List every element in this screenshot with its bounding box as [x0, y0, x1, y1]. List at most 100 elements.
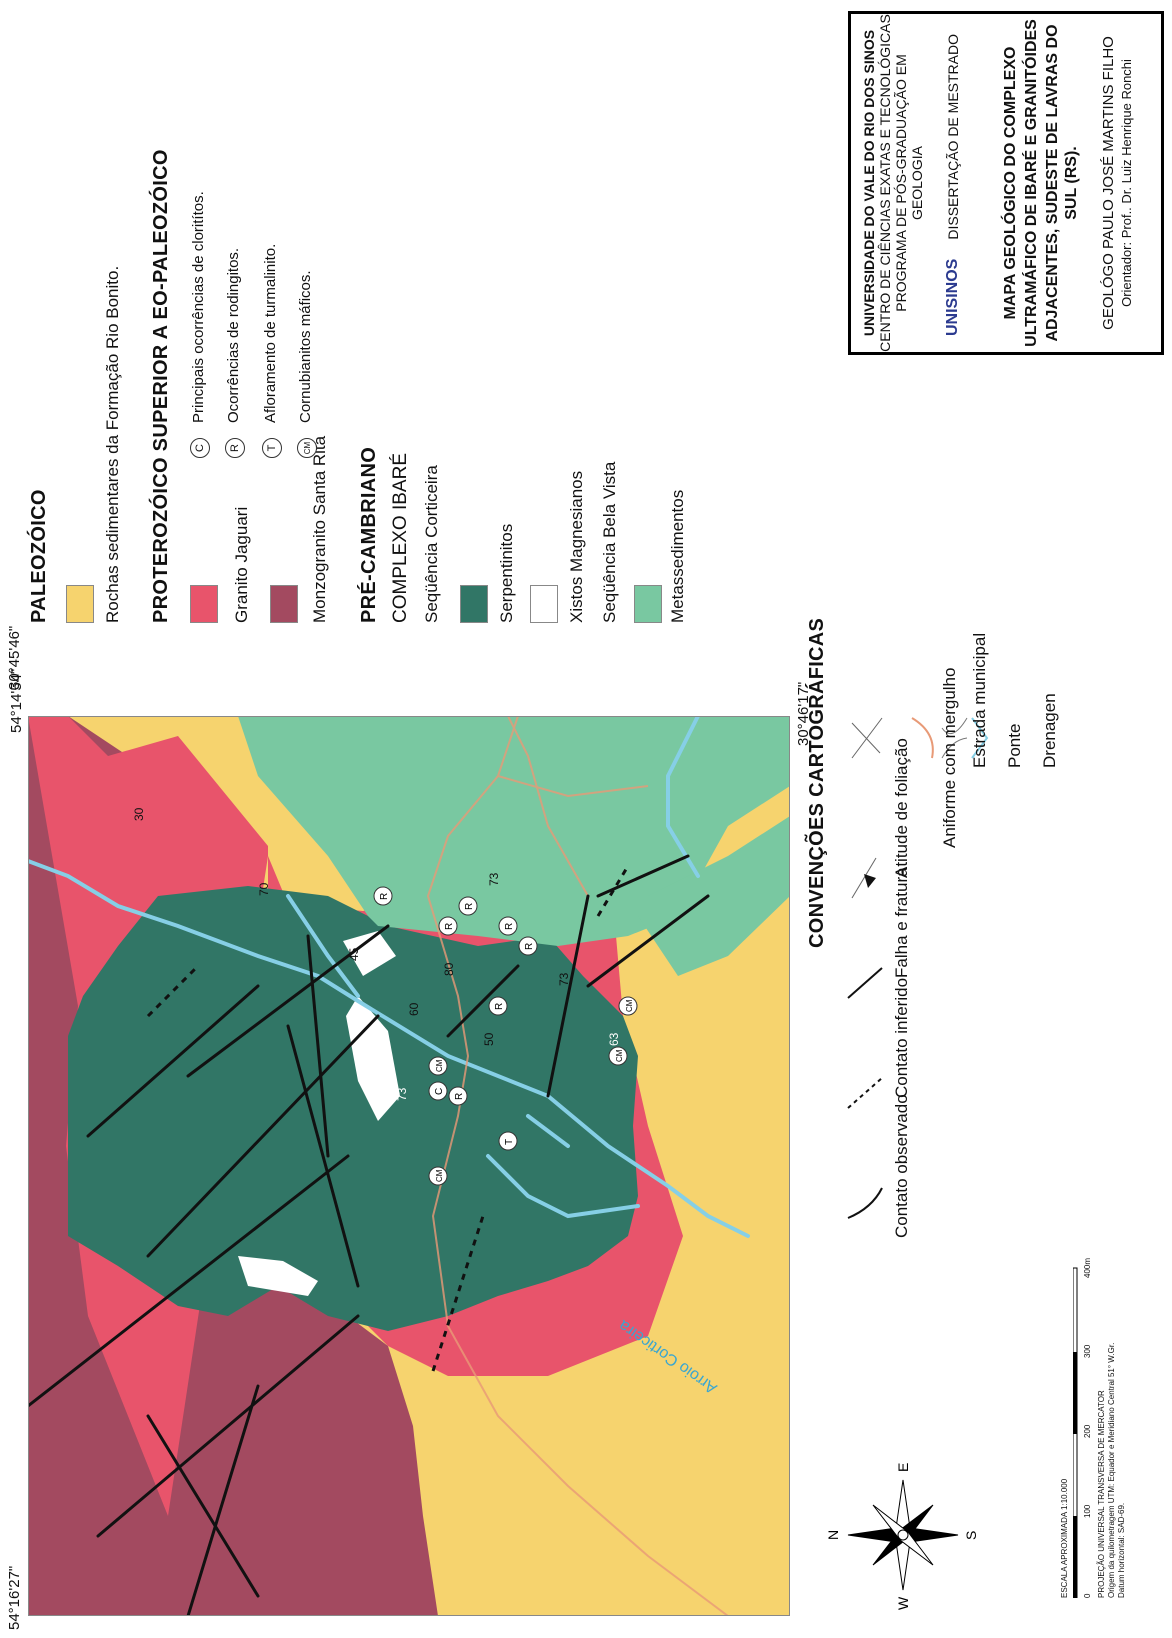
legend-xistos: Xistos Magnesianos	[567, 470, 586, 623]
dip-label: 70	[257, 882, 271, 896]
xisto-lens-2	[346, 996, 400, 1121]
legend-metassedimentos: Metassedimentos	[668, 489, 687, 623]
tb-map-title-3: ADJACENTES, SUDESTE DE LAVRAS DO SUL (RS…	[1044, 24, 1080, 342]
occurrence-text-c: Principais ocorrências de cloritítos.	[190, 191, 207, 423]
coord-top-right-lat: 30°45'46"	[6, 625, 23, 690]
svg-text:CM: CM	[435, 1059, 444, 1072]
occurrence-symbol-t: T	[262, 438, 282, 458]
dip-label: 73	[557, 972, 571, 986]
inferred-contact-lines	[146, 865, 630, 1372]
legend-seq-bela-vista: Seqüência Bela Vista	[600, 461, 619, 623]
tb-thesis: DISSERTAÇÃO DE MESTRADO	[945, 34, 961, 240]
scale-title: ESCALA APROXIMADA 1:10.000	[1060, 1478, 1069, 1598]
convention-foliacao: Atitude de foliação	[892, 738, 911, 878]
dip-label: 30	[132, 807, 146, 821]
svg-text:CM: CM	[435, 1169, 444, 1182]
legend-paleozoico-title: PALEOZÓICO	[28, 489, 50, 623]
dip-label: 60	[407, 1002, 421, 1016]
legend-precambriano-title: PRÉ-CAMBRIANO	[358, 446, 380, 623]
scale-tick: 300	[1083, 1344, 1092, 1358]
convention-bridge: Ponte	[1005, 723, 1024, 768]
swatch-serpentinitos	[460, 585, 488, 623]
svg-text:C: C	[434, 1088, 445, 1095]
convention-road: Estrada municipal	[970, 632, 989, 768]
occurrence-text-t: Afloramento de turmalinito.	[262, 243, 279, 423]
svg-text:R: R	[444, 923, 455, 930]
convention-contato-observado: Contato observado	[892, 1094, 911, 1238]
title-block: UNIVERSIDADE DO VALE DO RIO DOS SINOS CE…	[848, 11, 1164, 355]
svg-text:CM: CM	[615, 1049, 624, 1062]
dip-label: 45	[347, 947, 361, 961]
dip-label: 73	[487, 872, 501, 886]
legend-complexo: COMPLEXO IBARÉ	[390, 453, 411, 623]
legend-proterozoico-title: PROTEROZÓICO SUPERIOR A EO-PALEOZÓICO	[150, 149, 172, 623]
tb-program2: GEOLOGIA	[909, 146, 925, 220]
svg-text:S: S	[963, 1531, 978, 1540]
dip-label: 50	[482, 1032, 496, 1046]
tb-map-title-2: ULTRAMÁFICO DE IBARÉ E GRANITÓIDES	[1023, 19, 1040, 347]
tb-program: PROGRAMA DE PÓS-GRADUAÇÃO EM	[893, 54, 909, 312]
geologic-map: 63 50 73 73 60 80 73 45 70 30 T C R CM C…	[28, 716, 790, 1616]
scale-tick: 200	[1083, 1424, 1092, 1438]
xisto-lens-3	[343, 931, 396, 976]
conventions-symbols	[847, 717, 989, 1219]
legend-serpentinitos: Serpentinitos	[497, 523, 516, 623]
swatch-metassedimentos	[634, 585, 662, 623]
svg-text:CM: CM	[625, 999, 634, 1012]
road-lines	[426, 716, 729, 1616]
swatch-granito-jaguari	[190, 585, 218, 623]
convention-contato-inferido: Contato inferido	[892, 977, 911, 1098]
scale-origin: Origem da quilometragem UTM: Equador e M…	[1107, 1342, 1116, 1598]
scale-projection: PROJEÇÃO UNIVERSAL TRANSVERSA DE MERCATO…	[1097, 1390, 1106, 1598]
tb-advisor: Orientador: Prof.. Dr. Luiz Henrique Ron…	[1119, 59, 1134, 307]
scale-bar	[1073, 1267, 1078, 1598]
tb-map-title-1: MAPA GEOLÓGICO DO COMPLEXO	[1002, 46, 1019, 320]
conventions-title: CONVENÇÕES CARTOGRÁFICAS	[806, 617, 828, 948]
svg-text:R: R	[454, 1093, 465, 1100]
dip-label: 80	[442, 962, 456, 976]
swatch-xistos	[530, 585, 558, 623]
scale-tick: 0	[1083, 1593, 1092, 1598]
occurrence-text-r: Ocorrências de rodingitos.	[225, 247, 242, 423]
tb-center: CENTRO DE CIÊNCIAS EXATAS E TECNOLÓGICAS	[877, 14, 893, 352]
convention-falha: Falha e fratura	[892, 867, 911, 978]
legend-paleozoico-item: Rochas sedimentares da Formação Rio Boni…	[103, 265, 122, 623]
xisto-lens-1	[238, 1256, 318, 1296]
occurrence-symbol-r: R	[225, 438, 245, 458]
svg-text:E: E	[895, 1463, 911, 1472]
swatch-monzogranito	[270, 585, 298, 623]
svg-text:R: R	[524, 943, 535, 950]
dip-label: 63	[607, 1032, 621, 1046]
occurrence-symbol-cm: CM	[297, 438, 317, 458]
tb-university: UNIVERSIDADE DO VALE DO RIO DOS SINOS	[861, 29, 877, 337]
tb-author: GEOLÓGO PAULO JOSÉ MARTINS FILHO	[1100, 36, 1117, 330]
occurrence-symbol-c: C	[190, 438, 210, 458]
coord-top-left-lon: 54°16'27"	[6, 1565, 23, 1630]
svg-text:W: W	[895, 1596, 911, 1610]
scale-tick: 400m	[1083, 1257, 1092, 1278]
convention-drainage: Drenagen	[1040, 693, 1059, 768]
map-frame	[28, 716, 790, 1616]
metassedimentos-area-2	[638, 816, 790, 976]
svg-text:R: R	[464, 903, 475, 910]
compass-rose-icon: N S E W	[828, 1463, 978, 1610]
metassedimentos-area	[238, 716, 790, 946]
swatch-paleozoico	[66, 585, 94, 623]
svg-text:R: R	[379, 893, 390, 900]
fault-lines	[28, 854, 710, 1616]
occurrence-text-cm: Cornubianitos máficos.	[297, 270, 314, 423]
scale-datum: Datum horizontal: SAD-69.	[1117, 1502, 1126, 1598]
legend-seq-corticeira: Seqüência Corticeira	[422, 465, 441, 623]
occurrence-markers: T C R CM CM R R R R R CM	[373, 886, 638, 1186]
svg-text:T: T	[504, 1139, 515, 1145]
legend-monzogranito: Monzogranito Santa Rita	[310, 435, 329, 623]
legend-granito-jaguari: Granito Jaguari	[232, 506, 251, 623]
svg-text:R: R	[494, 1003, 505, 1010]
svg-text:R: R	[504, 923, 515, 930]
svg-text:N: N	[828, 1530, 841, 1540]
convention-antiform: Aniforme com mergulho	[940, 667, 959, 848]
dip-label: 73	[395, 1087, 409, 1101]
scale-tick: 100	[1083, 1504, 1092, 1518]
drainage-lines	[28, 716, 750, 1238]
